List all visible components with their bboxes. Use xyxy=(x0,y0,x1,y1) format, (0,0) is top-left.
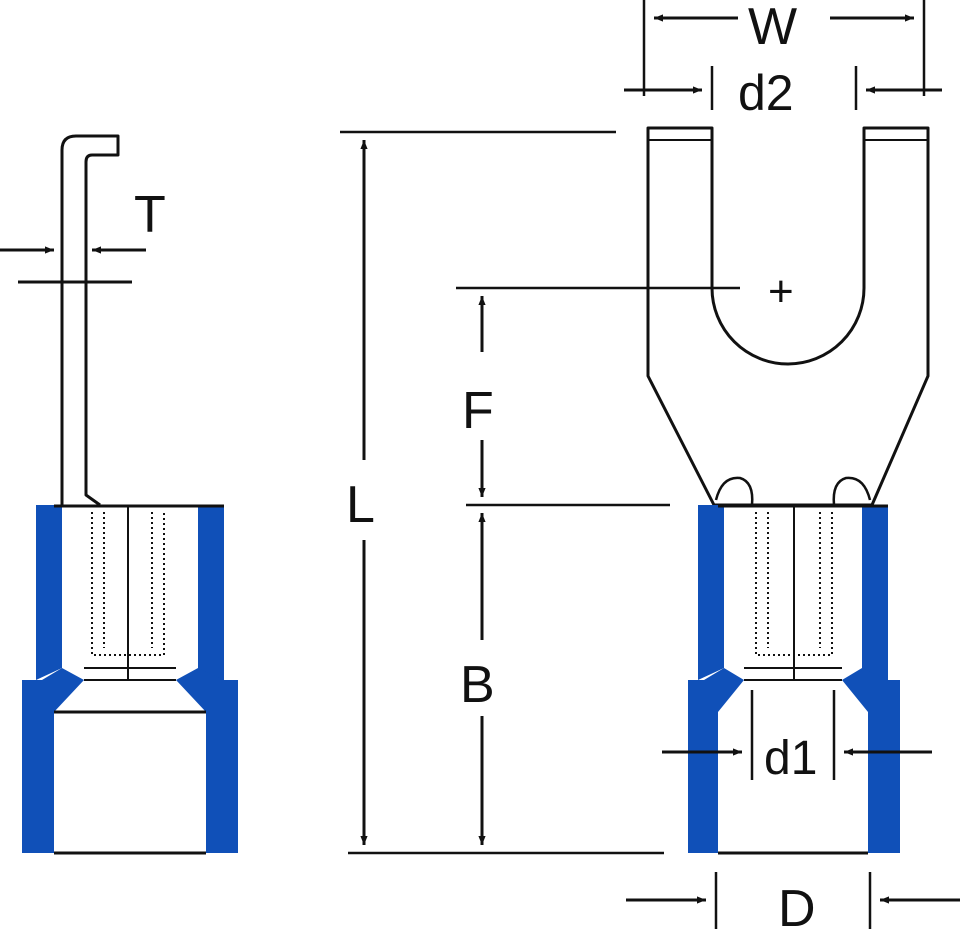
spade-fork xyxy=(646,126,930,507)
dim-label-D: D xyxy=(778,880,816,929)
dim-label-d1: d1 xyxy=(764,732,817,785)
side-insulation xyxy=(22,504,238,855)
stud-center-mark: + xyxy=(768,267,794,316)
side-view: T xyxy=(0,134,238,855)
dim-label-F: F xyxy=(462,382,494,440)
dim-label-d2: d2 xyxy=(738,65,794,121)
dim-label-B: B xyxy=(460,656,495,714)
dim-label-L: L xyxy=(346,476,375,534)
side-blade xyxy=(60,134,120,507)
dim-label-W: W xyxy=(748,0,797,56)
front-view: + W d2 d1 xyxy=(624,0,960,929)
front-insulation xyxy=(688,504,900,855)
dim-label-T: T xyxy=(134,186,166,244)
vertical-dimensions: L F B xyxy=(340,130,740,855)
